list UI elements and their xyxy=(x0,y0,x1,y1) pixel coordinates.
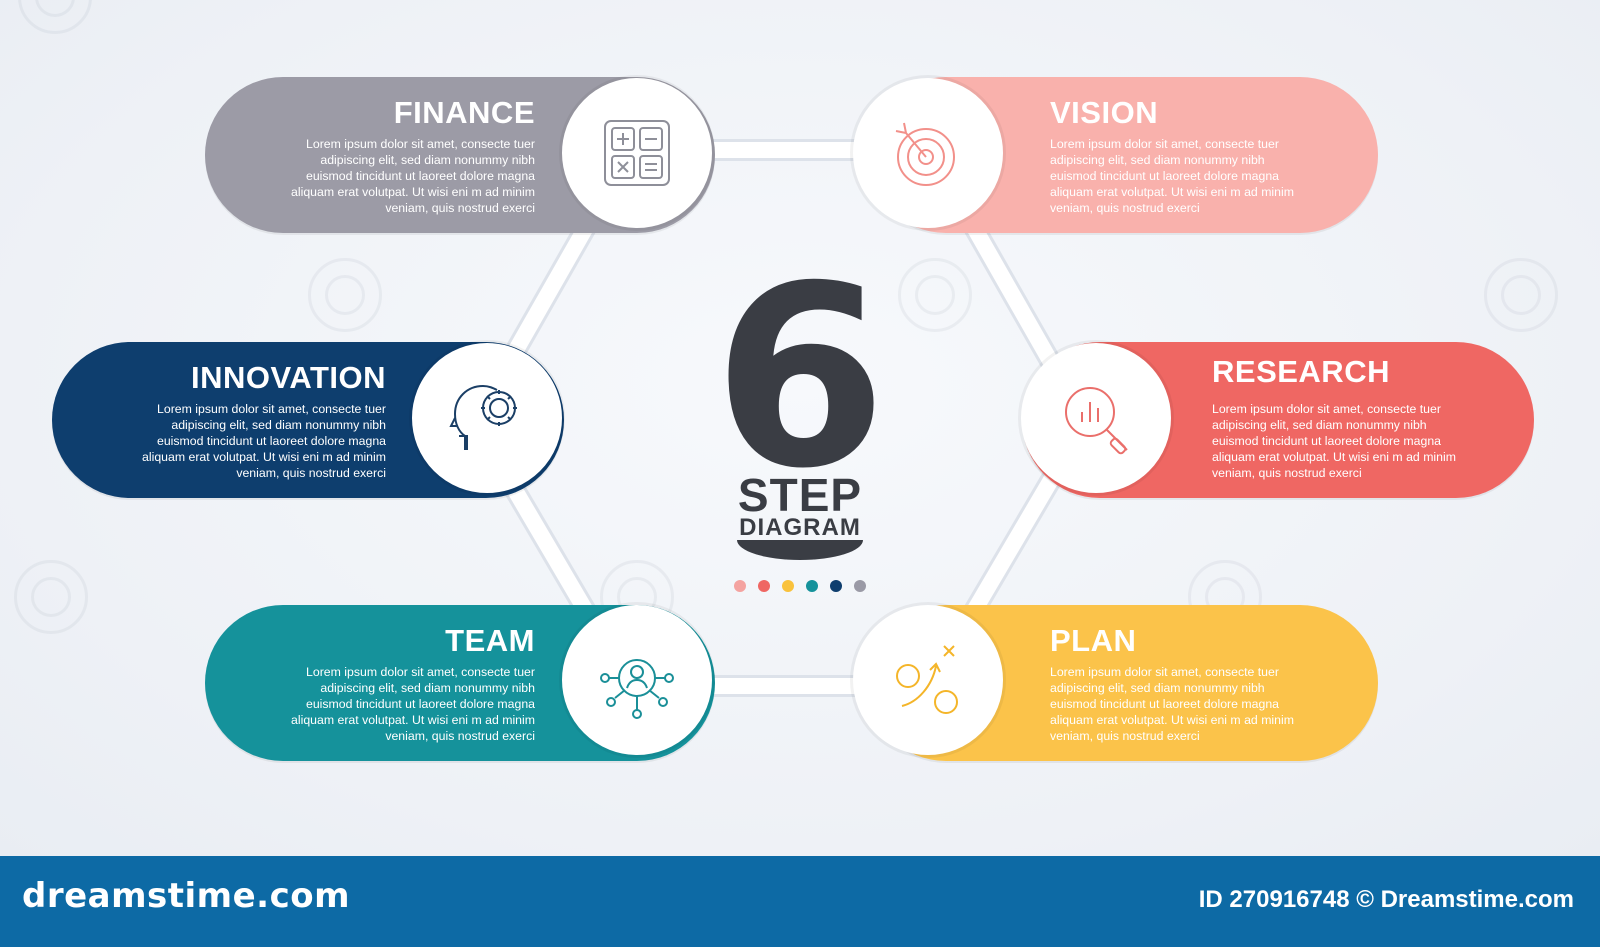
step-title: TEAM xyxy=(445,623,535,658)
title-underline xyxy=(737,540,863,560)
color-dot xyxy=(782,580,794,592)
watermark-swirl-icon xyxy=(1484,258,1558,332)
magnifier-chart-icon xyxy=(1021,343,1171,493)
target-icon xyxy=(853,78,1003,228)
watermark-swirl-icon xyxy=(14,560,88,634)
calculator-icon xyxy=(562,78,712,228)
step-description: Lorem ipsum dolor sit amet, consecte tue… xyxy=(1050,665,1294,743)
strategy-play-icon xyxy=(853,605,1003,755)
step-description: Lorem ipsum dolor sit amet, consecte tue… xyxy=(142,402,386,480)
color-dot xyxy=(758,580,770,592)
step-title: RESEARCH xyxy=(1212,354,1390,389)
step-description: Lorem ipsum dolor sit amet, consecte tue… xyxy=(291,665,535,743)
footer-bar: dreamstime.com ID 270916748 © Dreamstime… xyxy=(0,856,1600,947)
center-title-diagram: DIAGRAM xyxy=(739,514,861,541)
step-title: INNOVATION xyxy=(190,360,386,395)
diagram-canvas: FINANCE Lorem ipsum dolor sit amet, cons… xyxy=(0,0,1600,856)
watermark-swirl-icon xyxy=(898,258,972,332)
step-title: PLAN xyxy=(1050,623,1137,658)
step-title: FINANCE xyxy=(393,95,535,130)
step-title: VISION xyxy=(1050,95,1159,130)
head-gear-icon xyxy=(412,343,562,493)
image-id-credit: ID 270916748 © Dreamstime.com xyxy=(1198,886,1574,913)
step-description: Lorem ipsum dolor sit amet, consecte tue… xyxy=(1212,402,1456,480)
center-title-step: STEP xyxy=(737,469,863,521)
color-dot xyxy=(734,580,746,592)
center-title: 6 STEP DIAGRAM xyxy=(700,232,900,598)
step-description: Lorem ipsum dolor sit amet, consecte tue… xyxy=(291,137,535,215)
watermark-swirl-icon xyxy=(308,258,382,332)
color-dot xyxy=(854,580,866,592)
dreamstime-logo[interactable]: dreamstime.com xyxy=(22,876,351,916)
color-dot xyxy=(806,580,818,592)
team-network-icon xyxy=(562,605,712,755)
step-count: 6 xyxy=(713,232,887,523)
color-dot xyxy=(830,580,842,592)
step-description: Lorem ipsum dolor sit amet, consecte tue… xyxy=(1050,137,1294,215)
color-dots xyxy=(716,580,884,592)
